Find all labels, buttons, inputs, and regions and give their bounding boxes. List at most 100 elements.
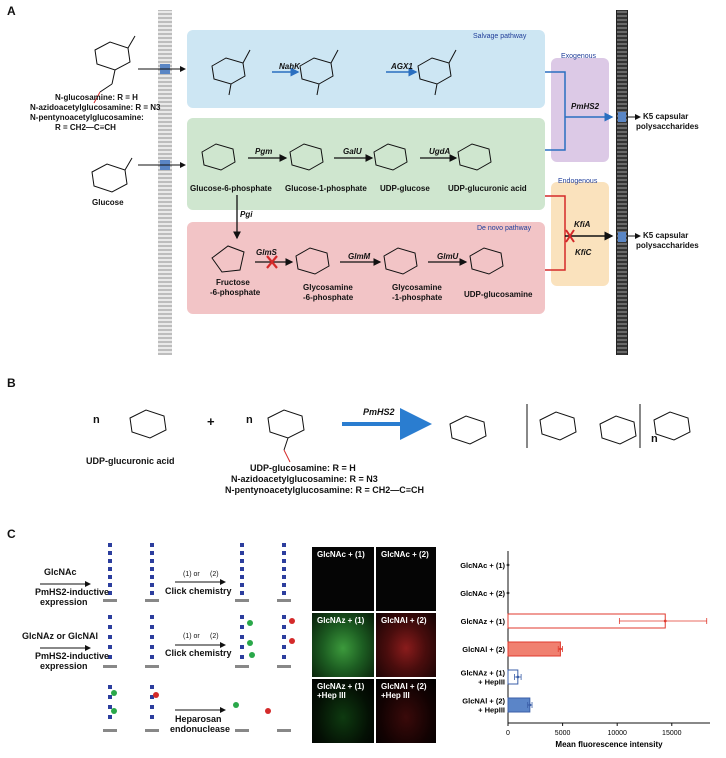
gn1p-label-2: -1-phosphate xyxy=(392,293,443,302)
exogenous-label: Exogenous xyxy=(561,53,597,60)
substrate-r-formula: R = CH2—C≡CH xyxy=(55,123,116,132)
micrograph-glcnal-hep: GlcNAl + (2) +Hep III xyxy=(376,679,436,743)
data-point xyxy=(506,591,510,595)
c-row2-label3: expression xyxy=(40,661,88,671)
enzyme-pmhs2-a: PmHS2 xyxy=(571,102,600,111)
enzyme-ugda: UgdA xyxy=(429,147,451,156)
gn6p-label-1: Glycosamine xyxy=(303,283,353,292)
c-or-2: (2) xyxy=(210,571,219,578)
b-udpglca-label: UDP-glucuronic acid xyxy=(86,456,175,466)
micrograph-glcnaz-1: GlcNAz + (1) xyxy=(312,613,374,677)
c-click-2: Click chemistry xyxy=(165,648,232,658)
b-azido-label: N-azidoacetylglucosamine: R = N3 xyxy=(231,474,378,484)
glucose-label: Glucose xyxy=(92,198,124,207)
inner-membrane xyxy=(158,10,172,355)
enzyme-kfic: KfiC xyxy=(575,248,592,257)
enzyme-pgi: Pgi xyxy=(240,210,253,219)
salvage-title: Salvage pathway xyxy=(473,33,527,40)
c-row2-label2: PmHS2-inductive xyxy=(35,651,110,661)
endogenous-box xyxy=(551,182,609,286)
k5-label-4: polysaccharides xyxy=(636,241,699,250)
data-point xyxy=(506,563,510,567)
gn1p-label-1: Glycosamine xyxy=(392,283,442,292)
micrograph-glcnal-2: GlcNAl + (2) xyxy=(376,613,436,677)
b-pentyno-label: N-pentynoacetylglucosamine: R = CH2—C≡CH xyxy=(225,485,425,495)
c-row2-label1: GlcNAz or GlcNAl xyxy=(22,631,99,641)
category-label: GlcNAc + (2) xyxy=(460,589,505,598)
x-tick-label: 10000 xyxy=(607,730,627,737)
category-label: GlcNAl + (2) xyxy=(462,645,505,654)
denovo-pathway-box xyxy=(187,222,545,314)
c-or-3: (1) or xyxy=(183,633,200,640)
x-tick-label: 0 xyxy=(506,730,510,737)
category-label: GlcNAl + (2) xyxy=(462,697,505,706)
c-or-4: (2) xyxy=(210,633,219,640)
outer-membrane xyxy=(616,10,628,355)
c-heparosan-1: Heparosan xyxy=(175,714,222,724)
x-axis-label: Mean fluorescence intensity xyxy=(555,740,663,749)
bar xyxy=(507,641,561,657)
enzyme-glmm: GlmM xyxy=(348,252,371,261)
panel-label-c: C xyxy=(7,527,16,541)
data-point xyxy=(516,675,520,679)
udpglc-label: UDP-glucose xyxy=(380,184,430,193)
panel-label-b: B xyxy=(7,376,16,390)
g6p-label: Glucose-6-phosphate xyxy=(190,184,272,193)
category-label: GlcNAz + (1) xyxy=(461,669,506,678)
x-tick-label: 15000 xyxy=(662,730,682,737)
glucose-structure xyxy=(91,157,133,193)
glucose-pathway-box xyxy=(187,118,545,210)
c-row1-label3: expression xyxy=(40,597,88,607)
micrograph-glcnac-1: GlcNAc + (1) xyxy=(312,547,374,611)
enzyme-glms: GlmS xyxy=(256,248,277,257)
micrograph-glcnaz-hep: GlcNAz + (1) +Hep III xyxy=(312,679,374,743)
data-point xyxy=(663,619,667,623)
enzyme-pgm: Pgm xyxy=(255,147,273,156)
category-label: GlcNAc + (1) xyxy=(460,561,505,570)
plus-sign: + xyxy=(207,414,215,429)
enzyme-kfia: KfiA xyxy=(574,220,591,229)
panel-a-diagram xyxy=(91,35,641,275)
coef-n1: n xyxy=(93,414,100,426)
panel-label-a: A xyxy=(7,4,16,18)
coef-n2: n xyxy=(246,414,253,426)
enzyme-galu: GalU xyxy=(343,147,362,156)
c-heparosan-2: endonuclease xyxy=(170,724,231,734)
b-udpglcn-label: UDP-glucosamine: R = H xyxy=(250,463,356,473)
denovo-title: De novo pathway xyxy=(477,225,532,232)
endogenous-label: Endogenous xyxy=(558,178,598,185)
coef-n-sub: n xyxy=(651,433,658,445)
k5-label-3: K5 capsular xyxy=(643,231,689,240)
f6p-label-2: -6-phosphate xyxy=(210,288,261,297)
salvage-pathway-box xyxy=(187,30,545,108)
micrograph-glcnac-2: GlcNAc + (2) xyxy=(376,547,436,611)
udpglcnac-label: UDP-glucosamine xyxy=(464,290,533,299)
gn6p-label-2: -6-phosphate xyxy=(303,293,354,302)
category-label: + HepIII xyxy=(478,678,505,687)
glcnac-structure xyxy=(93,35,136,104)
enzyme-glmu: GlmU xyxy=(437,252,459,261)
udpglca-label: UDP-glucuronic acid xyxy=(448,184,527,193)
c-row1-label1: GlcNAc xyxy=(44,567,77,577)
panel-b-diagram xyxy=(129,404,691,463)
c-or-1: (1) or xyxy=(183,571,200,578)
c-row1-label2: PmHS2-inductive xyxy=(35,587,110,597)
category-label: GlcNAz + (1) xyxy=(461,617,506,626)
f6p-label-1: Fructose xyxy=(216,278,250,287)
enzyme-nahk: NahK xyxy=(279,62,300,71)
enzyme-pmhs2-b: PmHS2 xyxy=(363,407,395,417)
data-point xyxy=(559,647,562,651)
category-label: + HepIII xyxy=(478,706,505,715)
substrate-pentyno: N-pentynoacetylglucosamine: xyxy=(30,113,144,122)
enzyme-agx1: AGX1 xyxy=(391,62,413,71)
data-point xyxy=(528,703,532,707)
g1p-label: Glucose-1-phosphate xyxy=(285,184,367,193)
substrate-azido: N-azidoacetylglucosamine: R = N3 xyxy=(30,103,161,112)
k5-label-1: K5 capsular xyxy=(643,112,689,121)
x-tick-label: 5000 xyxy=(555,730,571,737)
k5-label-2: polysaccharides xyxy=(636,122,699,131)
panel-c-schematic xyxy=(40,543,295,732)
c-click-1: Click chemistry xyxy=(165,586,232,596)
exogenous-box xyxy=(551,58,609,162)
